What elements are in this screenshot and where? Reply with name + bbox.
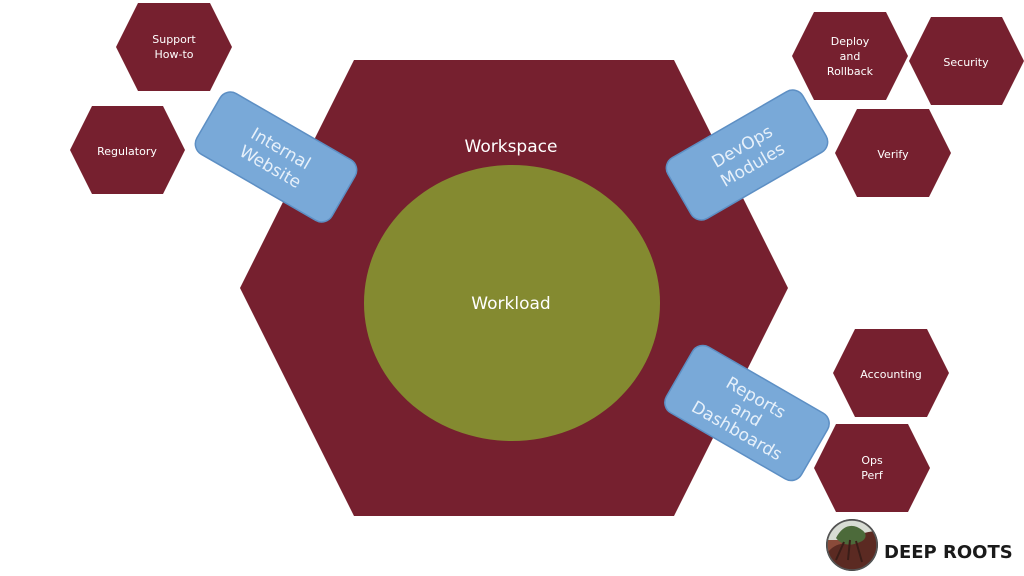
ops-perf-hexagon	[814, 424, 930, 512]
verify-hexagon	[835, 109, 951, 197]
deploy-rollback-label-1: Deploy	[831, 35, 870, 48]
regulatory-hexagon	[70, 106, 185, 194]
security-hexagon	[909, 17, 1024, 105]
deep-roots-logo: DEEP ROOTS	[826, 519, 1013, 571]
deep-roots-brand-text: DEEP ROOTS	[884, 542, 1013, 563]
workload-label: Workload	[471, 294, 550, 314]
deploy-rollback-hexagon	[792, 12, 908, 100]
deploy-rollback-label-2: and	[840, 50, 861, 63]
deploy-rollback-label-3: Rollback	[827, 65, 874, 78]
support-howto-label-2: How-to	[154, 48, 193, 61]
workload-circle	[364, 165, 660, 441]
accounting-label: Accounting	[860, 368, 921, 381]
verify-label: Verify	[877, 148, 909, 161]
regulatory-label: Regulatory	[97, 145, 157, 158]
accounting-hexagon	[833, 329, 949, 417]
support-howto-label-1: Support	[152, 33, 196, 46]
internal-website-adapter: Internal Website	[194, 91, 358, 223]
support-howto-hexagon	[116, 3, 232, 91]
ops-perf-label-1: Ops	[861, 454, 883, 467]
ops-perf-label-2: Perf	[861, 469, 884, 482]
deep-roots-logo-icon	[826, 519, 878, 571]
security-label: Security	[943, 56, 989, 69]
devops-modules-adapter: DevOps Modules	[665, 89, 829, 221]
workspace-label: Workspace	[465, 137, 558, 157]
